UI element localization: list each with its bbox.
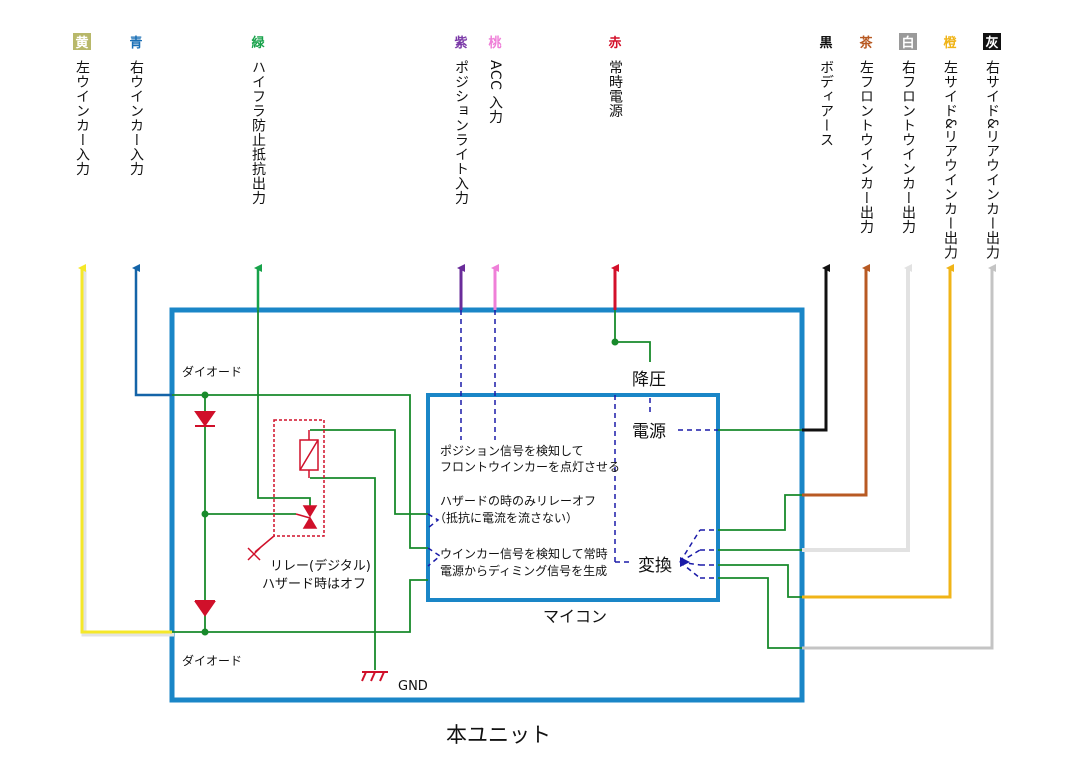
winker-note-2: 電源からディミング信号を生成 [440,563,607,578]
wire-label: 右サイド&リアウインカー出力 [984,60,1000,261]
wire-black [802,264,830,432]
hazard-note-1: ハザードの時のみリレーオフ [440,494,596,508]
unit-box [169,307,805,703]
position-note-2: フロントウインカーを点灯させる [440,460,620,474]
signal-lines [427,310,718,579]
wire-label: ハイフラ防止抵抗出力 [250,60,266,206]
wire-tag: 赤 [608,35,621,51]
wire-label: ACC 入力 [487,60,503,125]
diode-top-symbol [194,411,216,427]
step-down-label: 降圧 [632,370,666,390]
wire-label: 常時電源 [607,60,623,118]
wire-tag: 紫 [454,35,467,51]
wire-label: 左ウインカー入力 [74,60,90,177]
wire-tag: 灰 [985,35,998,51]
micom-label: マイコン [543,607,607,626]
convert-label: 変換 [638,556,672,576]
relay-symbol [247,419,325,561]
junctions [201,338,619,636]
wire-white [802,264,912,552]
gnd-symbol [361,671,388,682]
wire-blue [132,264,172,397]
wire-tag: 黒 [819,35,832,51]
internal-circuit [172,310,802,670]
diode-bottom-label: ダイオード [182,653,242,668]
hazard-note-2: （抵抗に電流を流さない） [434,510,578,525]
wire-tag: 緑 [251,35,265,51]
power-label: 電源 [632,422,666,442]
winker-note-1: ウインカー信号を検知して常時 [440,547,608,561]
wire-label: ポジションライト入力 [453,60,469,206]
convert-arrow [680,557,690,567]
wire-label: 左サイド&リアウインカー出力 [942,60,958,261]
wire-orange [802,264,954,599]
diode-bottom-symbol [194,600,216,617]
relay-label-2: ハザード時はオフ [262,577,366,592]
wire-tag: 白 [901,35,914,51]
wire-tag-bg [983,33,1001,50]
gnd-label: GND [398,679,428,694]
wire-tag: 青 [129,35,142,51]
wire-yellow-main [78,264,172,634]
external-wires [78,264,996,650]
wire-brown [802,264,870,497]
relay-label-1: リレー(デジタル) [270,558,371,574]
diode-top-label: ダイオード [182,364,242,379]
wire-label: 右フロントウインカー出力 [900,60,916,235]
wire-tag: 黄 [75,35,88,51]
unit-label: 本ユニット [446,723,551,747]
position-note-1: ポジション信号を検知して [440,444,584,458]
wire-label: 左フロントウインカー出力 [858,60,874,235]
wire-label: ボディアース [818,60,834,147]
wire-yellow [81,270,174,637]
wire-tag: 桃 [488,35,501,51]
wire-tag-bg [899,33,917,50]
wire-label: 右ウインカー入力 [128,60,144,177]
wire-tag-bg [73,33,91,50]
wire-tag: 橙 [943,35,957,51]
micom-box [426,393,720,602]
wire-gray [802,264,996,650]
wire-tag: 茶 [859,35,873,51]
